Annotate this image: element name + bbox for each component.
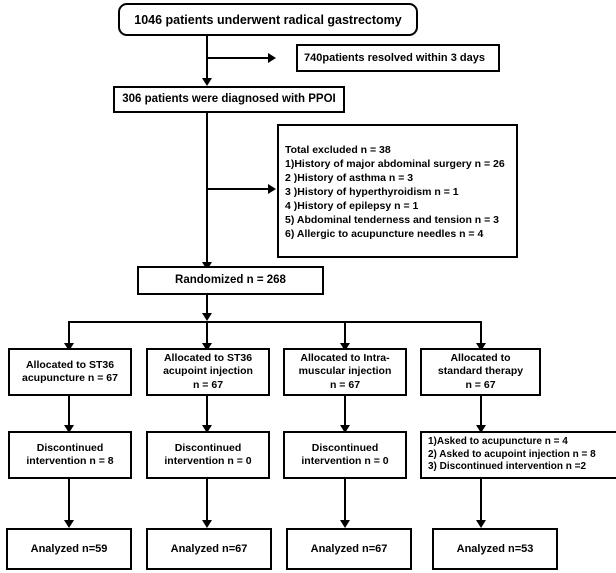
excluded-item-3: 3 )History of hyperthyroidism n = 1 (285, 186, 459, 199)
node-allocation-4: Allocated to standard therapy n = 67 (420, 348, 541, 396)
edge-alloc1-to-disc1 (68, 396, 70, 428)
node-analyzed-1: Analyzed n=59 (6, 528, 132, 570)
analyzed-1-label: Analyzed n=59 (30, 542, 108, 555)
arrowhead-disc4-to-analyzed4 (476, 520, 486, 528)
edge-disc2-to-analyzed2 (206, 479, 208, 523)
discontinued-1-line-2: intervention n = 8 (26, 455, 114, 467)
arrowhead-branch-4 (476, 343, 486, 351)
node-allocation-3: Allocated to Intra- muscular injection n… (283, 348, 407, 396)
edge-ppoi-to-excluded (208, 188, 270, 190)
branch-bus (68, 321, 482, 323)
arrowhead-branch-3 (340, 343, 350, 351)
discontinued-4-line-1: 1)Asked to acupuncture n = 4 (428, 435, 568, 447)
node-allocation-2: Allocated to ST36 acupoint injection n =… (146, 348, 270, 396)
edge-disc4-to-analyzed4 (480, 479, 482, 523)
node-analyzed-2: Analyzed n=67 (146, 528, 272, 570)
analyzed-3-label: Analyzed n=67 (310, 542, 388, 555)
arrowhead-branch-2 (202, 343, 212, 351)
arrowhead-ppoi-to-excluded (268, 184, 276, 194)
node-ppoi-label: 306 patients were diagnosed with PPOI (122, 93, 336, 106)
node-analyzed-4: Analyzed n=53 (432, 528, 558, 570)
excluded-item-6: 6) Allergic to acupuncture needles n = 4 (285, 227, 484, 240)
arrowhead-alloc2-to-disc2 (202, 425, 212, 433)
edge-ppoi-to-randomized (206, 113, 208, 265)
allocation-2-line-2: acupoint injection (163, 365, 253, 378)
allocation-3-line-3: n = 67 (329, 378, 361, 391)
edge-disc1-to-analyzed1 (68, 479, 70, 523)
arrowhead-branch-1 (64, 343, 74, 351)
node-resolved: 740patients resolved within 3 days (296, 44, 500, 72)
excluded-item-5: 5) Abdominal tenderness and tension n = … (285, 213, 500, 226)
discontinued-3-line-1: Discontinued (311, 441, 379, 454)
node-randomized-label: Randomized n = 268 (175, 274, 286, 287)
allocation-4-line-2: standard therapy (437, 365, 524, 378)
branch-leg-3 (344, 321, 346, 346)
arrowhead-disc2-to-analyzed2 (202, 520, 212, 528)
allocation-1-line-2: acupuncture n = 67 (22, 372, 118, 384)
analyzed-4-label: Analyzed n=53 (456, 542, 534, 555)
branch-leg-1 (68, 321, 70, 346)
node-ppoi: 306 patients were diagnosed with PPOI (113, 86, 345, 113)
node-randomized: Randomized n = 268 (137, 266, 324, 295)
node-discontinued-2: Discontinued intervention n = 0 (146, 431, 270, 479)
arrowhead-enrolled-to-ppoi (202, 78, 212, 86)
allocation-2-line-3: n = 67 (192, 378, 224, 391)
allocation-3-line-2: muscular injection (298, 365, 392, 378)
edge-enrolled-to-resolved (208, 57, 270, 59)
allocation-4-line-1: Allocated to (450, 351, 511, 364)
arrowhead-alloc3-to-disc3 (340, 425, 350, 433)
excluded-item-4: 4 )History of epilepsy n = 1 (285, 199, 419, 212)
discontinued-1-line-1: Discontinued (36, 441, 104, 454)
node-discontinued-1: Discontinued intervention n = 8 (8, 431, 132, 479)
edge-randomized-stem (206, 295, 208, 317)
discontinued-2-line-1: Discontinued (174, 441, 242, 454)
arrowhead-disc1-to-analyzed1 (64, 520, 74, 528)
discontinued-2-line-2: intervention n = 0 (164, 455, 252, 467)
excluded-heading: Total excluded n = 38 (285, 144, 391, 157)
allocation-1-line-1: Allocated to ST36 (25, 358, 115, 371)
node-enrolled: 1046 patients underwent radical gastrect… (118, 3, 418, 36)
edge-disc3-to-analyzed3 (344, 479, 346, 523)
arrowhead-alloc1-to-disc1 (64, 425, 74, 433)
edge-enrolled-to-ppoi (206, 36, 208, 80)
allocation-2-line-1: Allocated to ST36 (163, 351, 253, 364)
node-discontinued-3: Discontinued intervention n = 0 (283, 431, 407, 479)
edge-alloc2-to-disc2 (206, 396, 208, 428)
branch-leg-2 (206, 321, 208, 346)
discontinued-3-line-2: intervention n = 0 (301, 455, 389, 467)
excluded-item-1: 1)History of major abdominal surgery n =… (285, 158, 505, 171)
node-allocation-1: Allocated to ST36 acupuncture n = 67 (8, 348, 132, 396)
arrowhead-alloc4-to-disc4 (476, 425, 486, 433)
node-analyzed-3: Analyzed n=67 (286, 528, 412, 570)
allocation-4-line-3: n = 67 (465, 378, 496, 391)
edge-alloc3-to-disc3 (344, 396, 346, 428)
discontinued-4-line-3: 3) Discontinued intervention n =2 (428, 461, 587, 473)
discontinued-4-line-2: 2) Asked to acupoint injection n = 8 (428, 448, 596, 460)
arrowhead-enrolled-to-resolved (268, 53, 276, 63)
node-excluded: Total excluded n = 38 1)History of major… (277, 124, 518, 258)
node-resolved-label: 740patients resolved within 3 days (304, 51, 485, 64)
arrowhead-randomized-stem (202, 313, 212, 321)
allocation-3-line-1: Allocated to Intra- (300, 351, 390, 364)
analyzed-2-label: Analyzed n=67 (170, 542, 248, 555)
node-discontinued-4: 1)Asked to acupuncture n = 4 2) Asked to… (420, 431, 616, 479)
branch-leg-4 (480, 321, 482, 346)
node-enrolled-label: 1046 patients underwent radical gastrect… (134, 12, 402, 27)
arrowhead-disc3-to-analyzed3 (340, 520, 350, 528)
edge-alloc4-to-disc4 (480, 396, 482, 428)
excluded-item-2: 2 )History of asthma n = 3 (285, 172, 414, 185)
